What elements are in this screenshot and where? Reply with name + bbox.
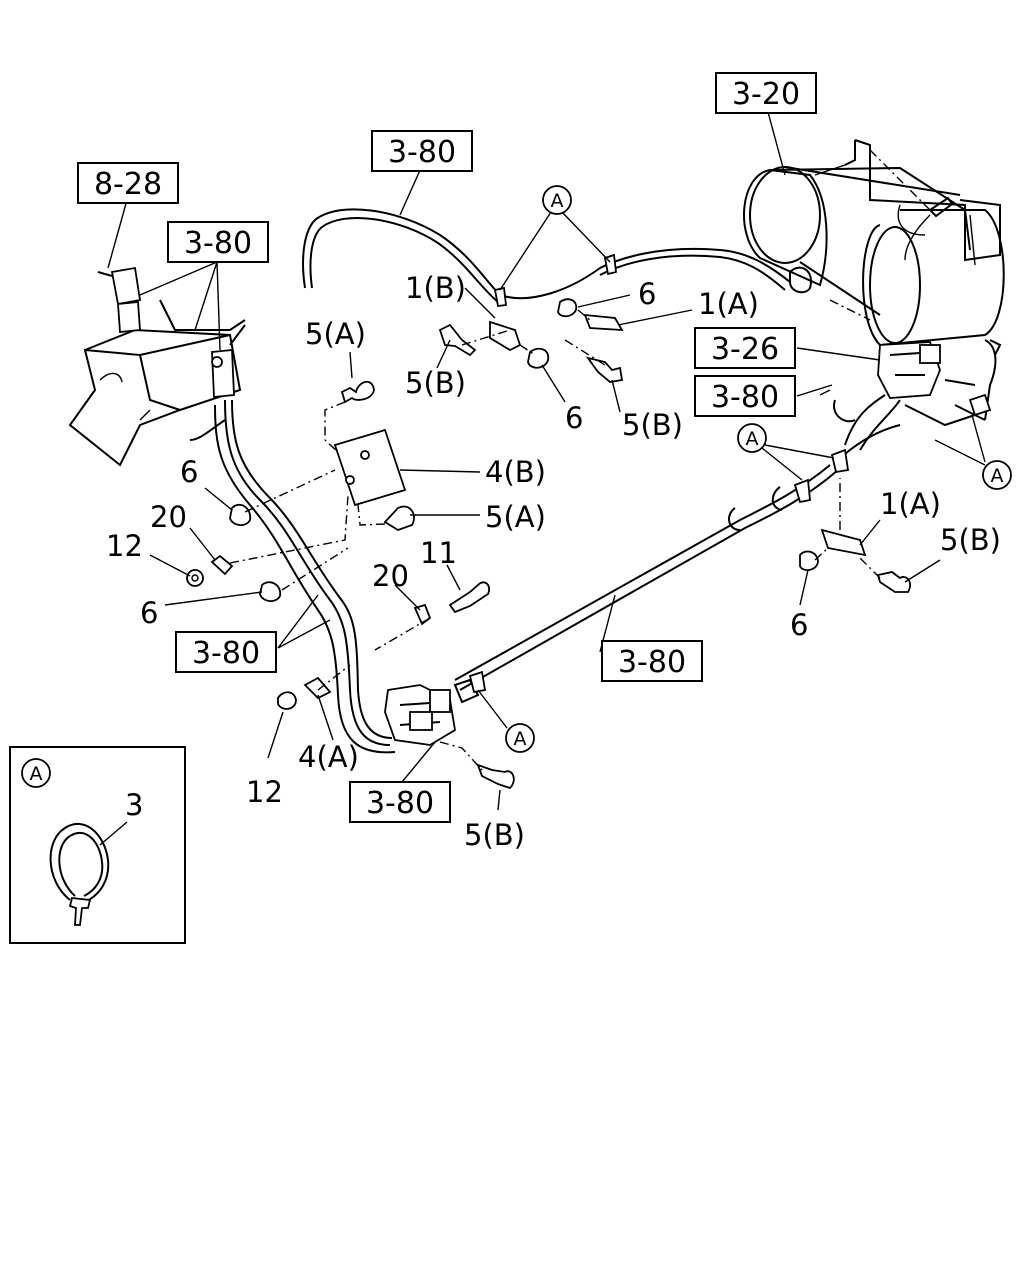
part-label: 1(A) bbox=[698, 287, 759, 321]
part-label: 11 bbox=[420, 536, 457, 570]
part-label: 4(A) bbox=[298, 740, 359, 774]
part-label: 5(B) bbox=[464, 818, 525, 852]
part-label: 20 bbox=[372, 559, 409, 593]
callout-a: A bbox=[514, 728, 527, 750]
part-label: 5(B) bbox=[940, 523, 1001, 557]
detail-title: A bbox=[30, 763, 43, 785]
part-labels: 1(B) 6 1(A) 5(A) 5(B) 6 5(B) 4(B) 6 20 5… bbox=[106, 271, 1001, 852]
ref-3-20: 3-20 bbox=[732, 77, 800, 112]
ref-3-80-bottom: 3-80 bbox=[366, 786, 434, 821]
leader-lines bbox=[107, 111, 986, 811]
part-label: 1(B) bbox=[405, 271, 466, 305]
callout-a: A bbox=[991, 465, 1004, 487]
part-label: 12 bbox=[246, 775, 283, 809]
callout-a: A bbox=[551, 190, 564, 212]
detail-inset: A 3 bbox=[9, 746, 186, 944]
callout-a: A bbox=[746, 428, 759, 450]
hardware bbox=[186, 253, 912, 790]
ref-3-26: 3-26 bbox=[711, 332, 779, 367]
part-label: 4(B) bbox=[485, 455, 546, 489]
detail-callouts: A A A A bbox=[505, 185, 1012, 753]
part-label: 6 bbox=[180, 455, 198, 489]
part-label: 5(B) bbox=[622, 408, 683, 442]
ref-3-80-top: 3-80 bbox=[388, 135, 456, 170]
ref-3-80-right: 3-80 bbox=[711, 380, 779, 415]
part-label: 6 bbox=[638, 277, 656, 311]
part-label: 6 bbox=[140, 596, 158, 630]
ref-3-80-center: 3-80 bbox=[618, 645, 686, 680]
ref-8-28: 8-28 bbox=[94, 167, 162, 202]
part-label: 5(A) bbox=[305, 317, 366, 351]
center-valve bbox=[384, 678, 480, 746]
part-label: 6 bbox=[790, 608, 808, 642]
assembly-lines bbox=[229, 149, 931, 771]
part-label: 1(A) bbox=[880, 487, 941, 521]
part-label: 12 bbox=[106, 529, 143, 563]
part-label: 5(A) bbox=[485, 500, 546, 534]
air-tank bbox=[743, 139, 1005, 451]
part-label: 20 bbox=[150, 500, 187, 534]
ref-3-80-left: 3-80 bbox=[184, 226, 252, 261]
part-label: 6 bbox=[565, 401, 583, 435]
ref-3-80-lower-left: 3-80 bbox=[192, 636, 260, 671]
brake-pipes bbox=[189, 208, 901, 754]
part-label: 5(B) bbox=[405, 366, 466, 400]
reference-boxes: 3-20 3-80 8-28 3-80 3-26 3-80 3-80 3-80 … bbox=[77, 72, 817, 823]
left-bracket bbox=[68, 266, 246, 467]
part-label: 3 bbox=[125, 788, 143, 822]
